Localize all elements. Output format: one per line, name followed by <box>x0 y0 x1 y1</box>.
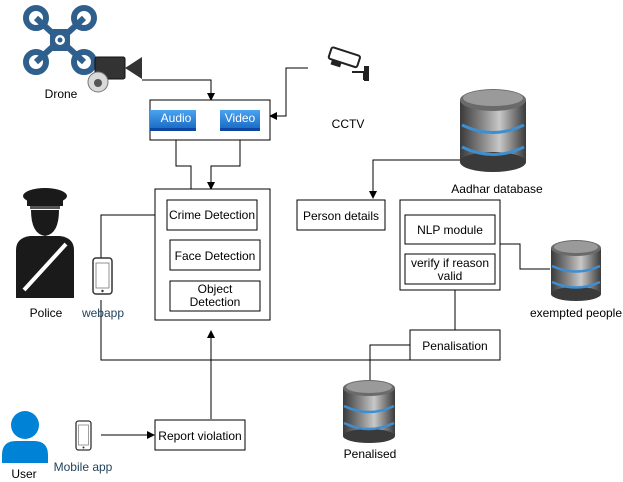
user-label: User <box>11 467 36 481</box>
exempted-database-icon <box>551 240 601 301</box>
report-violation-label: Report violation <box>158 429 241 443</box>
object-detection-label-line1: Object <box>198 282 233 296</box>
nlp-module-box <box>404 214 496 245</box>
crime-detection-label: Crime Detection <box>169 208 255 222</box>
verify-reason-box <box>404 253 496 285</box>
smartphone-icon <box>92 257 113 295</box>
person-details-label: Person details <box>303 209 379 223</box>
drone-icon <box>23 5 97 75</box>
crime-detection-box <box>166 199 258 231</box>
police-label: Police <box>30 306 63 320</box>
penalised-database-label: Penalised <box>344 447 397 461</box>
video-camera-icon <box>87 56 142 93</box>
nlp-container: NLP module verify if reason valid <box>399 199 501 291</box>
cctv-to-capture-connector <box>269 67 308 120</box>
face-detection-box <box>169 239 261 271</box>
crime-to-webapp-connector <box>100 214 167 258</box>
verify-reason-label-line1: verify if reason <box>411 256 489 270</box>
detection-container: Crime Detection Face Detection Object De… <box>154 188 271 321</box>
exempted-database-label: exempted people <box>530 306 622 320</box>
nlp-module-label: NLP module <box>417 223 483 237</box>
audio-to-crime-connector <box>175 131 195 200</box>
audio-label: Audio <box>161 111 192 125</box>
cctv-icon <box>327 46 369 81</box>
police-icon <box>16 188 74 298</box>
report-violation-box <box>154 419 246 451</box>
cctv-label: CCTV <box>332 117 365 131</box>
aadhar-to-person-connector <box>369 159 460 199</box>
mobile-phone-icon <box>75 420 92 451</box>
nlp-to-exempted-connector <box>495 243 550 270</box>
penalisation-label: Penalisation <box>422 339 487 353</box>
drone-to-capture-connector <box>142 79 215 101</box>
penalisation-box <box>409 329 501 361</box>
penalised-link-connector <box>369 344 410 382</box>
mobile-app-label: Mobile app <box>54 460 113 474</box>
webapp-label: webapp <box>81 306 124 320</box>
person-details-box <box>296 199 386 231</box>
webapp-to-penalisation-connector <box>100 300 410 361</box>
object-detection-label-line2: Detection <box>190 295 241 309</box>
face-detection-label: Face Detection <box>175 249 256 263</box>
video-to-detection-connector <box>207 131 241 190</box>
penalised-database-icon <box>343 380 395 443</box>
video-clip: Video <box>220 110 260 131</box>
capture-box: Audio Video <box>149 99 271 141</box>
aadhar-database-icon <box>460 89 526 172</box>
audio-clip: Audio <box>150 110 196 131</box>
connectors <box>100 67 550 439</box>
object-detection-box <box>169 280 261 312</box>
verify-reason-label-line2: valid <box>438 269 463 283</box>
user-icon <box>2 411 48 463</box>
video-label: Video <box>225 111 256 125</box>
aadhar-database-label: Aadhar database <box>451 182 543 196</box>
drone-label: Drone <box>45 87 78 101</box>
